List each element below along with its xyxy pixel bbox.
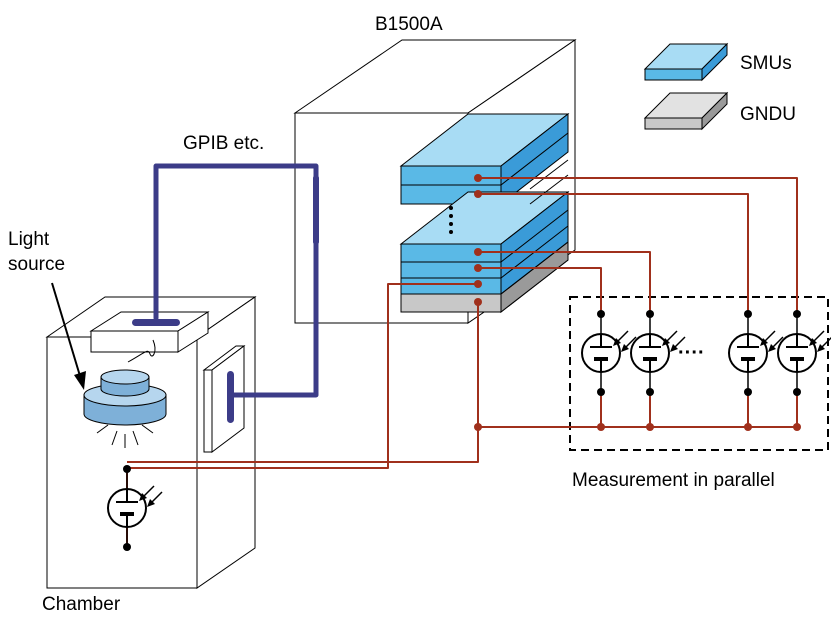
ellipsis-label: ···· xyxy=(678,342,705,364)
interface-label: GPIB etc. xyxy=(183,133,264,154)
wire-junction-dots xyxy=(474,174,801,431)
photodiode-icon xyxy=(629,308,687,398)
legend-label-gndu: GNDU xyxy=(740,104,796,125)
light-source-pointer-arrow xyxy=(51,282,86,390)
legend-label-smu: SMUs xyxy=(740,53,792,74)
legend-smu-swatch xyxy=(643,42,729,82)
light-source-label-line2: source xyxy=(8,254,65,275)
photodiode-icon xyxy=(727,308,785,398)
chamber-label: Chamber xyxy=(42,594,121,615)
parallel-measurement-label: Measurement in parallel xyxy=(572,470,775,491)
ellipsis-dots-icon xyxy=(449,206,453,234)
light-source-icon xyxy=(83,339,167,448)
light-source-label-line1: Light xyxy=(8,229,50,250)
smu-module-stack-upper xyxy=(399,112,570,206)
legend xyxy=(643,42,729,131)
legend-gndu-swatch xyxy=(643,91,729,131)
chamber-connector-panel xyxy=(202,345,246,453)
smu-wiring xyxy=(126,177,798,548)
instrument-label: B1500A xyxy=(375,14,443,35)
photodiode-icon xyxy=(776,308,831,398)
light-source-controller xyxy=(89,311,210,353)
gpib-cable xyxy=(153,163,319,398)
gpib-connector-instrument xyxy=(313,175,319,245)
parallel-measurement-box xyxy=(569,296,829,451)
photodiode-icon xyxy=(580,308,638,398)
